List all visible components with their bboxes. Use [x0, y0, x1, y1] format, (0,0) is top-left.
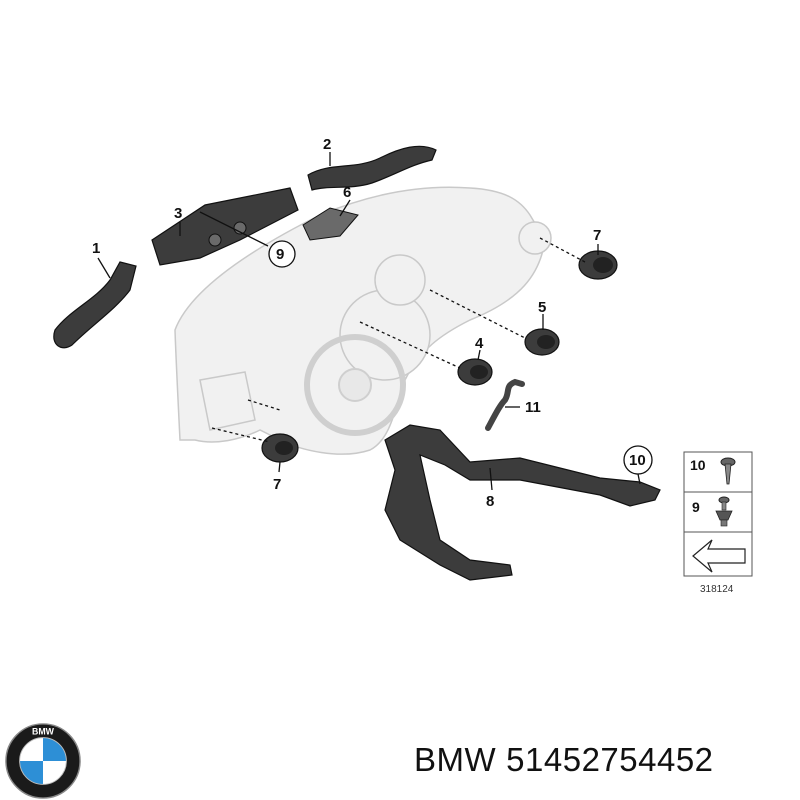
- part-5-vent: [524, 328, 560, 356]
- screw-icon: [720, 457, 736, 485]
- part-3-duct: [151, 187, 299, 266]
- callout-7-right: 7: [593, 227, 601, 244]
- callout-7-left: 7: [273, 476, 281, 493]
- callout-4: 4: [475, 335, 484, 352]
- callout-11: 11: [525, 399, 541, 416]
- legend-item-10: 10: [690, 457, 706, 473]
- callout-3: 3: [174, 205, 182, 222]
- fastener-legend: 10 9 318124: [683, 451, 753, 595]
- part-4-vent: [457, 358, 493, 386]
- callout-6: 6: [343, 184, 351, 201]
- callout-9: 9: [276, 246, 284, 263]
- callout-8: 8: [486, 493, 494, 510]
- callout-5: 5: [538, 299, 546, 316]
- part-11-hose: [485, 378, 525, 431]
- bmw-logo: BMW: [5, 723, 81, 799]
- part-2-duct: [307, 145, 437, 191]
- part-1-duct: [53, 261, 137, 349]
- part-7-vent-right: [578, 250, 618, 280]
- logo-lettering: BMW: [32, 727, 55, 737]
- dashboard-panel: [174, 186, 552, 455]
- reference-number: 318124: [700, 584, 734, 595]
- part-7-vent-left: [261, 433, 299, 463]
- clip-screw-icon: [715, 496, 733, 527]
- part-8-duct: [384, 424, 661, 581]
- legend-item-9: 9: [692, 499, 700, 515]
- brand-name: BMW: [414, 741, 497, 778]
- part-number: 51452754452: [506, 741, 714, 778]
- wedge-arrow-icon: [692, 539, 746, 573]
- callout-10: 10: [629, 452, 646, 469]
- part-6-grille: [302, 207, 359, 241]
- callout-1: 1: [92, 240, 100, 257]
- callout-2: 2: [323, 136, 331, 153]
